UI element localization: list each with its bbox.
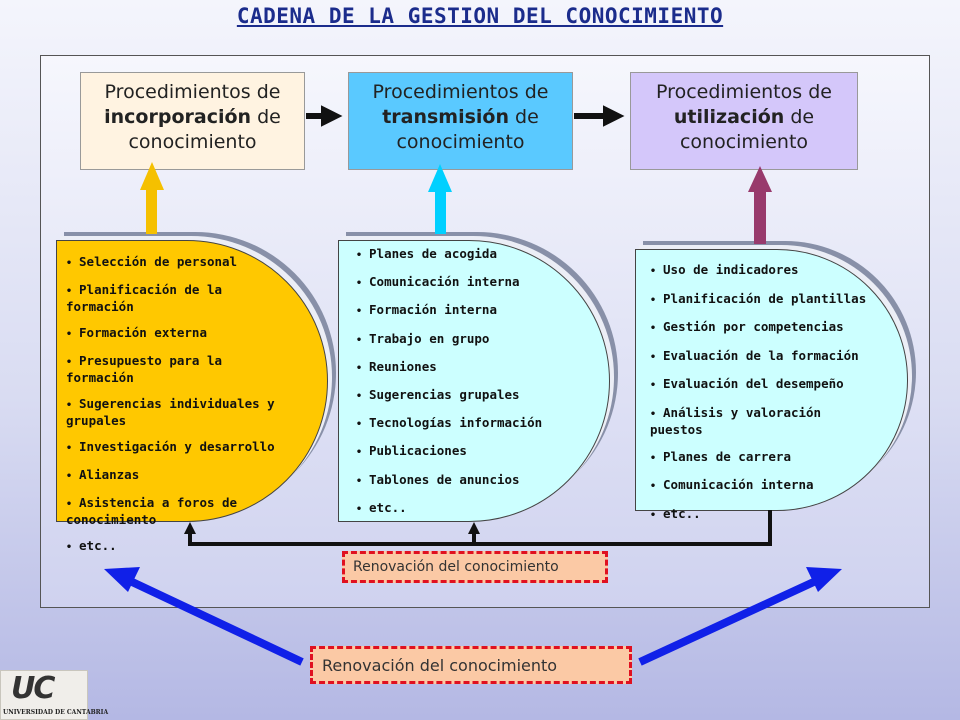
- list-item: Trabajo en grupo: [356, 331, 576, 348]
- procedure-line: conocimiento: [679, 131, 809, 153]
- logo-text: UNIVERSIDAD DE CANTABRIA: [3, 709, 109, 716]
- list-item: Sugerencias individuales y grupales: [66, 396, 291, 428]
- procedure-keyword: transmisión: [382, 106, 510, 128]
- list-item: Uso de indicadores: [650, 262, 880, 279]
- feedback-loop-line: [188, 510, 772, 546]
- list-item: Tecnologías información: [356, 415, 576, 432]
- list-item: Investigación y desarrollo: [66, 439, 291, 456]
- list-item: Evaluación de la formación: [650, 348, 880, 365]
- feedback-arrowhead-center: [468, 522, 480, 534]
- procedure-line: de: [784, 106, 815, 128]
- procedure-box-incorporation: Procedimientos de incorporación de conoc…: [80, 72, 305, 170]
- procedure-line: de: [509, 106, 539, 128]
- arrow-up-yellow: [140, 162, 164, 234]
- procedure-line: utilización de: [631, 105, 857, 130]
- procedure-keyword: utilización: [673, 106, 785, 128]
- university-logo: UC UNIVERSIDAD DE CANTABRIA: [0, 670, 108, 720]
- list-item: Evaluación del desempeño: [650, 376, 880, 393]
- page-title: CADENA DE LA GESTION DEL CONOCIMIENTO: [236, 4, 724, 28]
- list-item: Publicaciones: [356, 443, 576, 460]
- list-item: etc..: [650, 506, 880, 523]
- arrow-up-cyan: [428, 164, 452, 234]
- procedure-line: Procedimientos de: [656, 81, 832, 103]
- procedure-keyword: incorporación: [104, 106, 252, 128]
- list-item: Reuniones: [356, 359, 576, 376]
- procedure-line: incorporación de: [81, 105, 304, 130]
- feedback-arrowhead-left: [184, 522, 196, 534]
- list-item: etc..: [356, 500, 576, 517]
- blue-arrow-right: [638, 576, 820, 666]
- activities-list-utilization: Uso de indicadores Planificación de plan…: [650, 262, 880, 534]
- list-item: Tablones de anuncios: [356, 472, 576, 489]
- list-item: Selección de personal: [66, 254, 291, 271]
- list-item: Formación externa: [66, 325, 291, 342]
- activities-list-incorporation: Selección de personal Planificación de l…: [66, 254, 291, 566]
- procedure-line: transmisión de: [349, 105, 572, 130]
- list-item: Análisis y valoración puestos: [650, 405, 880, 437]
- list-item: Planes de acogida: [356, 246, 576, 263]
- blue-arrow-left: [126, 576, 304, 666]
- list-item: Presupuesto para la formación: [66, 353, 291, 385]
- blue-arrowhead-left: [104, 567, 140, 592]
- procedure-box-transmission: Procedimientos de transmisión de conocim…: [348, 72, 573, 170]
- list-item: Comunicación interna: [356, 274, 576, 291]
- list-item: Sugerencias grupales: [356, 387, 576, 404]
- logo-mark: UC: [11, 671, 55, 706]
- activities-list-transmission: Planes de acogida Comunicación interna F…: [356, 246, 576, 528]
- list-item: etc..: [66, 538, 291, 555]
- list-item: Gestión por competencias: [650, 319, 880, 336]
- procedure-line: de: [251, 106, 281, 128]
- blue-arrowhead-right: [806, 567, 842, 592]
- list-item: Alianzas: [66, 467, 291, 484]
- list-item: Planificación de plantillas: [650, 291, 880, 308]
- procedure-line: Procedimientos de: [372, 81, 549, 103]
- renewal-label-inner: Renovación del conocimiento: [342, 551, 608, 583]
- list-item: Comunicación interna: [650, 477, 880, 494]
- procedure-line: conocimiento: [128, 131, 257, 153]
- list-item: Planes de carrera: [650, 449, 880, 466]
- list-item: Planificación de la formación: [66, 282, 291, 314]
- arrow-up-purple: [748, 166, 772, 244]
- procedure-box-utilization: Procedimientos de utilización de conocim…: [630, 72, 858, 170]
- procedure-line: Procedimientos de: [104, 81, 281, 103]
- list-item: Asistencia a foros de conocimiento: [66, 495, 291, 527]
- procedure-line: conocimiento: [396, 131, 525, 153]
- list-item: Formación interna: [356, 302, 576, 319]
- renewal-label-outer: Renovación del conocimiento: [310, 646, 632, 684]
